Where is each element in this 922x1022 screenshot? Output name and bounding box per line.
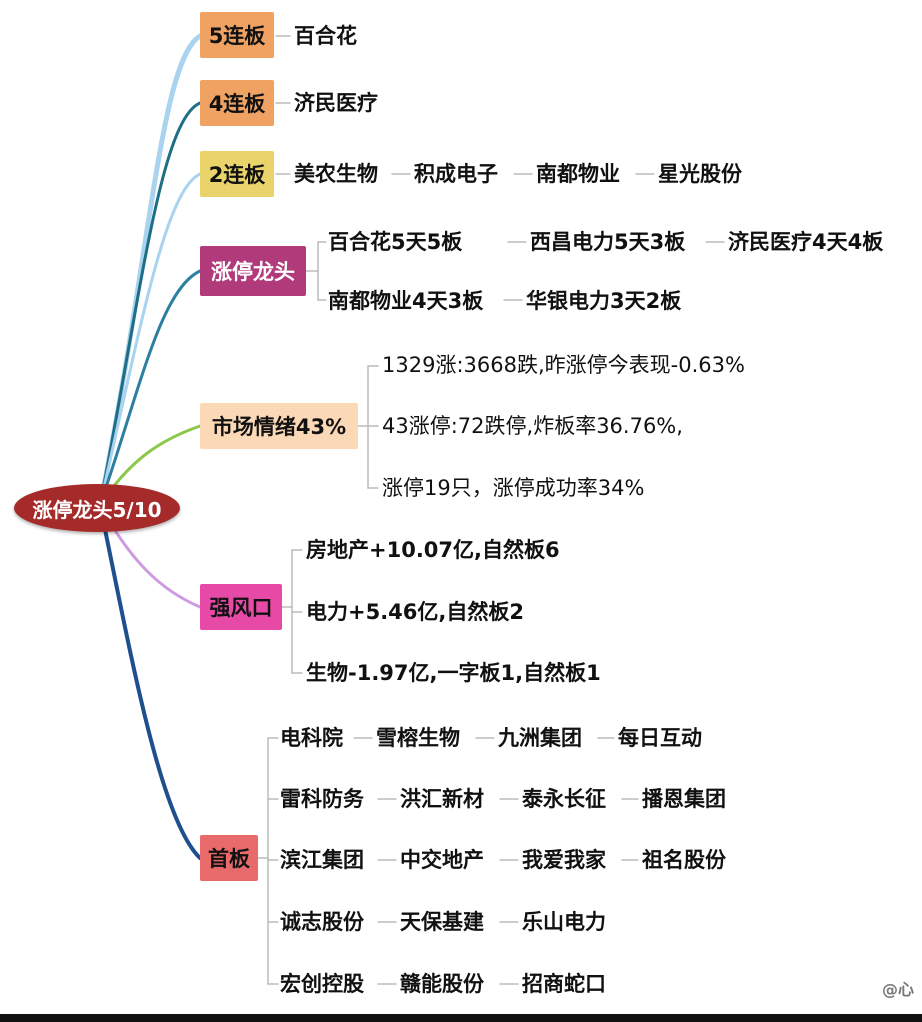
- mood-line-2: 43涨停:72跌停,炸板率36.76%,: [382, 414, 683, 438]
- connector-4-board: [98, 101, 202, 507]
- first-r3-1: 滨江集团: [280, 848, 364, 872]
- node-strong-wind-label: 强风口: [209, 596, 273, 620]
- node-4-board-label: 4连板: [208, 92, 266, 116]
- mood-line-3: 涨停19只，涨停成功率34%: [382, 476, 645, 500]
- first-r5-3: 招商蛇口: [522, 972, 606, 996]
- node-first-board: 首板: [200, 835, 258, 881]
- first-r1-4: 每日互动: [618, 726, 702, 750]
- mood-line-1: 1329涨:3668跌,昨涨停今表现-0.63%: [382, 353, 745, 377]
- stock-5-board-1: 百合花: [294, 24, 357, 48]
- node-2-board-label: 2连板: [208, 163, 266, 187]
- leader-row1-item3: 济民医疗4天4板: [728, 230, 884, 254]
- first-r4-1: 诚志股份: [280, 910, 364, 934]
- stock-4-board-1: 济民医疗: [294, 91, 378, 115]
- leader-row2-item2: 华银电力3天2板: [526, 289, 682, 313]
- node-leader-label: 涨停龙头: [211, 260, 295, 284]
- first-r3-2: 中交地产: [400, 848, 484, 872]
- stock-2-board-2: 积成电子: [414, 162, 498, 186]
- node-5-board-label: 5连板: [208, 24, 266, 48]
- first-r4-3: 乐山电力: [522, 910, 606, 934]
- connector-first: [98, 503, 202, 860]
- node-leader: 涨停龙头: [200, 246, 306, 296]
- node-2-board: 2连板: [200, 151, 274, 197]
- node-market-mood-label: 市场情绪43%: [211, 415, 347, 439]
- first-r1-3: 九洲集团: [498, 726, 582, 750]
- first-r5-2: 赣能股份: [400, 972, 484, 996]
- first-r2-3: 泰永长征: [522, 787, 606, 811]
- watermark: @心: [881, 980, 914, 999]
- leader-row2-item1: 南都物业4天3板: [328, 289, 484, 313]
- first-r5-1: 宏创控股: [280, 972, 364, 996]
- node-strong-wind: 强风口: [200, 584, 282, 630]
- first-r1-2: 雪榕生物: [376, 726, 460, 750]
- first-r3-4: 祖名股份: [642, 848, 726, 872]
- node-first-board-label: 首板: [208, 847, 250, 871]
- connector-2-board: [98, 172, 202, 507]
- stock-2-board-4: 星光股份: [658, 162, 742, 186]
- wind-line-3: 生物-1.97亿,一字板1,自然板1: [306, 661, 601, 685]
- root-node: 涨停龙头5/10: [14, 484, 180, 532]
- wind-line-2: 电力+5.46亿,自然板2: [306, 600, 524, 624]
- wind-line-1: 房地产+10.07亿,自然板6: [306, 538, 560, 562]
- first-r4-2: 天保基建: [400, 910, 484, 934]
- node-5-board: 5连板: [200, 12, 274, 58]
- leader-row1-item2: 西昌电力5天3板: [530, 230, 686, 254]
- first-r2-4: 播恩集团: [642, 787, 726, 811]
- node-market-mood: 市场情绪43%: [200, 403, 358, 449]
- first-r2-1: 雷科防务: [280, 787, 364, 811]
- bottom-bar: [0, 1014, 922, 1022]
- leader-row1-item1: 百合花5天5板: [328, 230, 463, 254]
- node-4-board: 4连板: [200, 80, 274, 126]
- stock-2-board-1: 美农生物: [294, 162, 378, 186]
- first-r3-3: 我爱我家: [522, 848, 606, 872]
- stock-2-board-3: 南都物业: [536, 162, 620, 186]
- first-r1-1: 电科院: [280, 726, 343, 750]
- first-r2-2: 洪汇新材: [400, 787, 484, 811]
- root-label: 涨停龙头5/10: [32, 497, 162, 522]
- connector-leader: [98, 269, 202, 507]
